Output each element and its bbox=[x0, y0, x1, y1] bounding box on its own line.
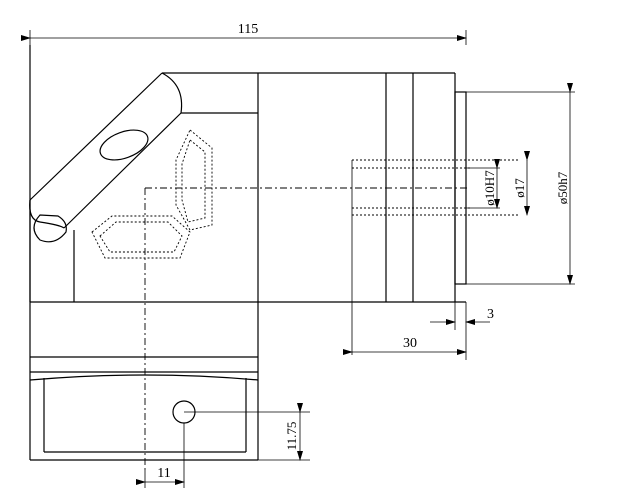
shoulder-diameter-label: ø17 bbox=[512, 178, 527, 198]
hole-offset-label: 11 bbox=[157, 466, 170, 481]
dimension-shaft-length: 30 bbox=[343, 330, 467, 360]
base-section bbox=[29, 302, 259, 461]
dimension-pilot-length: 3 bbox=[430, 302, 494, 330]
output-pilot bbox=[351, 91, 575, 355]
pilot-length-label: 3 bbox=[487, 307, 494, 322]
oval-slot bbox=[99, 129, 149, 161]
bore-diameter-label: ø10H7 bbox=[482, 170, 497, 206]
dimension-bore: ø10H7 bbox=[482, 159, 500, 209]
pilot-diameter-label: ø50h7 bbox=[555, 171, 570, 204]
dimension-pilot: ø50h7 bbox=[555, 83, 573, 285]
hidden-gear-lines bbox=[91, 129, 213, 259]
angled-input-arm bbox=[29, 72, 183, 243]
overall-length-label: 115 bbox=[238, 22, 258, 37]
dimension-hole-offset: 11 bbox=[136, 423, 185, 488]
dimension-hole-height: 11.75 bbox=[184, 403, 310, 461]
center-lines bbox=[144, 187, 470, 470]
gearbox-body bbox=[29, 45, 466, 460]
hole-height-label: 11.75 bbox=[284, 422, 299, 451]
shaft-length-label: 30 bbox=[403, 336, 417, 351]
dimension-shoulder: ø17 bbox=[512, 151, 530, 216]
dimension-overall-length: 115 bbox=[21, 22, 467, 45]
